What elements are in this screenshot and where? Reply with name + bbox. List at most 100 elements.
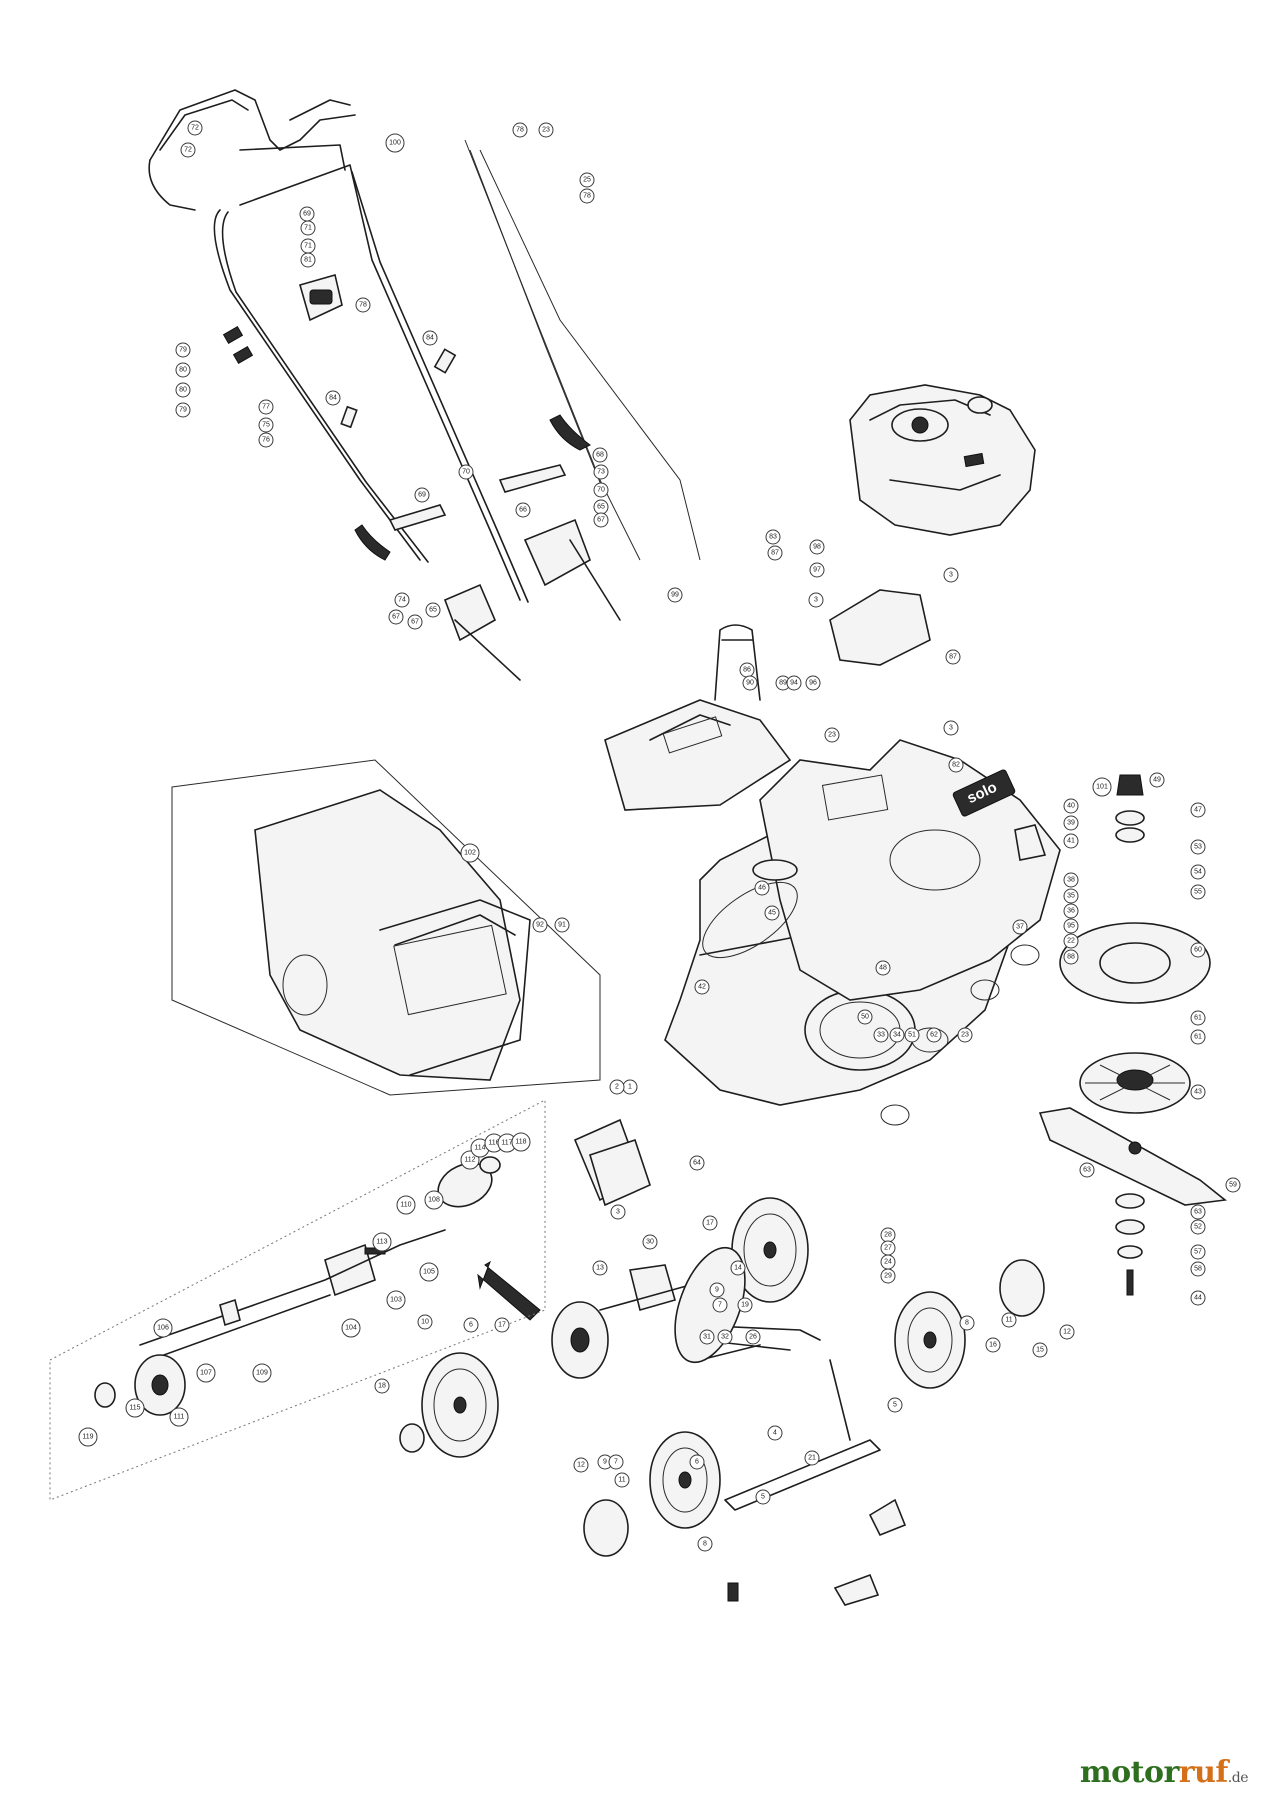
grass-catcher	[254, 789, 531, 1081]
callout-label: 17	[706, 1220, 714, 1227]
callout-label: 88	[1067, 954, 1075, 961]
callout-label: 5	[761, 1494, 765, 1501]
callout-102: 102	[460, 843, 480, 863]
callout-label: 24	[884, 1259, 892, 1266]
callout-label: 40	[1067, 803, 1075, 810]
callout-label: 98	[813, 544, 821, 551]
callout-9: 9	[709, 1282, 725, 1298]
callout-44: 44	[1190, 1290, 1206, 1306]
deck-upper-shell	[759, 739, 1061, 1001]
height-adjust-levers	[354, 414, 591, 561]
callout-61: 61	[1190, 1010, 1206, 1026]
callout-label: 3	[814, 597, 818, 604]
lower-handle-brackets	[443, 518, 621, 681]
callout-13: 13	[592, 1260, 608, 1276]
callout-78: 78	[512, 122, 528, 138]
callout-label: 68	[596, 452, 604, 459]
callout-label: 66	[519, 507, 527, 514]
callout-label: 65	[597, 504, 605, 511]
hubcaps	[399, 1259, 1045, 1557]
callout-label: 87	[771, 550, 779, 557]
callout-7: 7	[712, 1297, 728, 1313]
cable-rods	[464, 139, 701, 561]
callout-label: 61	[1194, 1034, 1202, 1041]
callout-23: 23	[957, 1027, 973, 1043]
main-handle-frame	[213, 144, 529, 603]
callout-14: 14	[730, 1260, 746, 1276]
callout-92: 92	[532, 917, 548, 933]
callout-label: 9	[715, 1287, 719, 1294]
callout-91: 91	[554, 917, 570, 933]
callout-label: 32	[721, 1334, 729, 1341]
callout-3: 3	[943, 720, 959, 736]
callout-label: 15	[1036, 1347, 1044, 1354]
callout-label: 82	[952, 762, 960, 769]
callout-label: 78	[583, 193, 591, 200]
callout-label: 72	[184, 147, 192, 154]
callout-12: 12	[573, 1457, 589, 1473]
callout-label: 77	[262, 404, 270, 411]
callout-label: 80	[179, 367, 187, 374]
callout-label: 51	[908, 1032, 916, 1039]
callout-label: 25	[583, 177, 591, 184]
callout-label: 5	[893, 1402, 897, 1409]
callout-57: 57	[1190, 1244, 1206, 1260]
callout-90: 90	[742, 675, 758, 691]
callout-78: 78	[355, 297, 371, 313]
watermark-part3: .de	[1227, 1770, 1249, 1786]
grass-catcher-frame-box	[171, 759, 601, 1096]
callout-label: 2	[615, 1084, 619, 1091]
callout-label: 109	[256, 1370, 268, 1377]
drive-detail-parts	[94, 1156, 501, 1416]
callout-label: 23	[828, 732, 836, 739]
callout-111: 111	[169, 1407, 189, 1427]
callout-label: 29	[884, 1273, 892, 1280]
callout-label: 18	[378, 1383, 386, 1390]
callout-39: 39	[1063, 815, 1079, 831]
callout-label: 105	[423, 1269, 435, 1276]
callout-95: 95	[1063, 918, 1079, 934]
callout-106: 106	[153, 1318, 173, 1338]
callout-107: 107	[196, 1363, 216, 1383]
callout-7: 7	[608, 1454, 624, 1470]
callout-100: 100	[385, 133, 405, 153]
callout-64: 64	[689, 1155, 705, 1171]
callout-label: 71	[304, 243, 312, 250]
height-adjust-axle	[699, 1344, 881, 1511]
callout-35: 35	[1063, 888, 1079, 904]
callout-label: 70	[597, 487, 605, 494]
handle-clamp-upper	[299, 273, 343, 322]
callout-84: 84	[325, 390, 341, 406]
callout-94: 94	[786, 675, 802, 691]
callout-49: 49	[1149, 772, 1165, 788]
callout-label: 63	[1194, 1209, 1202, 1216]
callout-67: 67	[593, 512, 609, 528]
callout-label: 70	[462, 469, 470, 476]
callout-label: 101	[1096, 784, 1108, 791]
callout-label: 116	[488, 1140, 499, 1147]
callout-label: 113	[376, 1239, 387, 1246]
rear-flap	[589, 1138, 651, 1207]
callout-label: 9	[603, 1459, 607, 1466]
callout-label: 87	[949, 654, 957, 661]
callout-label: 78	[516, 127, 524, 134]
callout-67: 67	[407, 614, 423, 630]
callout-label: 74	[398, 597, 406, 604]
callout-60: 60	[1190, 942, 1206, 958]
callout-label: 102	[464, 850, 476, 857]
callout-label: 103	[390, 1297, 402, 1304]
callout-63: 63	[1079, 1162, 1095, 1178]
callout-21: 21	[804, 1450, 820, 1466]
callout-65: 65	[593, 499, 609, 515]
callout-2: 2	[609, 1079, 625, 1095]
callout-1: 1	[622, 1079, 638, 1095]
callout-label: 104	[345, 1325, 357, 1332]
callout-31: 31	[699, 1329, 715, 1345]
callout-label: 38	[1067, 877, 1075, 884]
callout-label: 52	[1194, 1224, 1202, 1231]
callout-22: 22	[1063, 933, 1079, 949]
callout-label: 78	[359, 302, 367, 309]
callout-23: 23	[824, 727, 840, 743]
callout-59: 59	[1225, 1177, 1241, 1193]
callout-label: 11	[1005, 1317, 1012, 1324]
